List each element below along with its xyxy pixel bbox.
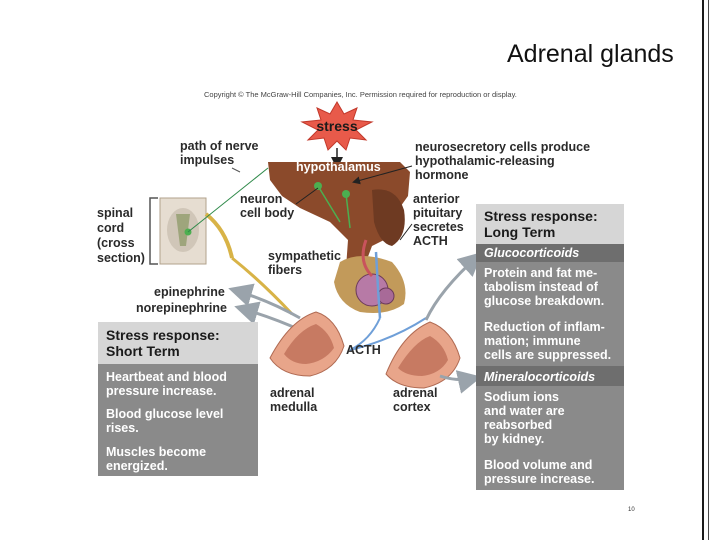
adrenal-cortex-label: adrenal [393,386,437,400]
long-term-text: mation; immune [484,334,581,348]
acth-label: ACTH [346,343,381,357]
short-term-box: Stress response: Short Term Heartbeat an… [98,322,258,476]
long-term-header: Stress response: [484,208,598,224]
epinephrine-label: epinephrine [154,285,225,299]
long-term-text: Blood volume and [484,458,592,472]
nerve-path-label: impulses [180,153,234,167]
long-term-text: pressure increase. [484,472,595,486]
sympathetic-label: sympathetic [268,249,341,263]
long-term-text: cells are suppressed. [484,348,611,362]
long-term-text: Reduction of inflam- [484,320,605,334]
long-term-header: Long Term [484,224,555,240]
short-term-text: Muscles become [106,445,206,459]
long-term-text: reabsorbed [484,418,552,432]
neurosecretory-label: hormone [415,168,469,182]
neurosecretory-label: neurosecretory cells produce [415,140,590,154]
short-term-text: Heartbeat and blood [106,370,227,384]
long-term-text: glucose breakdown. [484,294,604,308]
anterior-pituitary-label: anterior [413,192,460,206]
adrenal-cortex-label: cortex [393,400,431,414]
neurosecretory-pointer [352,165,413,185]
glucocorticoids-label: Glucocorticoids [484,246,579,260]
stress-starburst [300,101,374,151]
acth-pathway [349,317,427,351]
short-term-text: rises. [106,421,139,435]
sympathetic-label: fibers [268,263,302,277]
spinal-bracket [149,197,158,265]
anterior-pituitary-label: secretes [413,220,464,234]
anterior-pituitary-label: ACTH [413,234,448,248]
short-term-text: Blood glucose level [106,407,223,421]
long-term-text: and water are [484,404,565,418]
epinephrine-arrow [228,283,301,320]
slide-title: Adrenal glands [507,40,674,68]
spinal-cord [159,197,234,265]
long-term-text: Protein and fat me- [484,266,597,280]
spinal-cord-label: spinal [97,206,133,220]
adrenal-medulla-label: adrenal [270,386,314,400]
spinal-cord-label: (cross [97,236,135,250]
adrenal-cortex-gland [385,321,461,389]
pituitary-pointer [399,223,413,241]
long-term-text: by kidney. [484,432,544,446]
adrenal-medulla-label: medulla [270,400,318,414]
hypothalamus-label: hypothalamus [296,160,381,174]
long-term-box: Stress response: Long Term Glucocorticoi… [476,204,624,490]
glucocorticoid-arrow [424,251,483,321]
short-term-header: Stress response: [106,327,220,343]
short-term-header: Short Term [106,343,180,359]
slide-border [694,0,720,540]
short-term-text: energized. [106,459,168,473]
neuron-label: cell body [240,206,294,220]
neurosecretory-label: hypothalamic-releasing [415,154,555,168]
copyright-notice: Copyright © The McGraw-Hill Companies, I… [204,90,517,99]
neurosecretory-cells [314,182,351,229]
norepinephrine-label: norepinephrine [136,301,227,315]
stress-label: stress [316,118,357,134]
spinal-cord-label: cord [97,221,124,235]
page-number: 10 [628,507,635,513]
border-line [702,0,704,540]
anterior-pituitary-label: pituitary [413,206,462,220]
adrenal-diagram: stress hypothalamus [97,101,624,490]
neuron-label: neuron [240,192,282,206]
neuron-pointer [295,187,319,205]
nerve-label-line [231,167,241,173]
sympathetic-fiber [231,256,294,316]
anterior-pituitary [334,239,406,319]
posterior-pituitary [372,189,405,246]
adrenal-medulla-gland [269,311,345,377]
border-line [708,0,709,540]
long-term-text: tabolism instead of [484,280,599,294]
mineralocorticoid-arrow [439,370,482,394]
long-term-text: Sodium ions [484,390,559,404]
short-term-text: pressure increase. [106,384,217,398]
nerve-path-label: path of nerve [180,139,259,153]
spinal-cord-label: section) [97,251,145,265]
nerve-path [187,167,269,233]
mineralocorticoids-label: Mineralocorticoids [484,370,595,384]
